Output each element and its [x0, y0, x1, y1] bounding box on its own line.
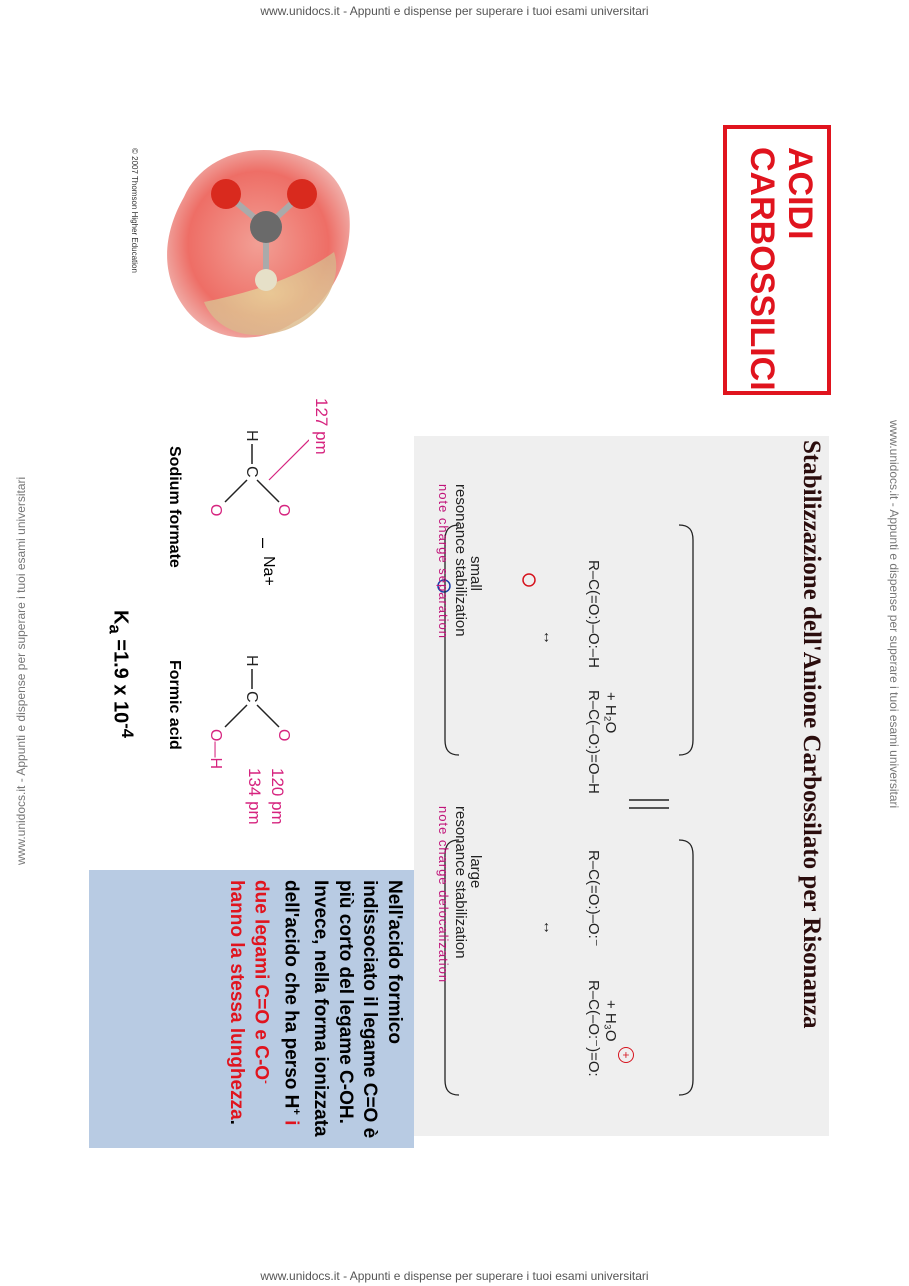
- formic-co-bond-length: 120 pm: [268, 768, 287, 825]
- formic-acid-structure: H C O O—H: [207, 655, 292, 769]
- plus-charge-icon: +: [618, 1047, 634, 1063]
- page-title: ACIDI CARBOSSILICI: [743, 147, 819, 391]
- electrostatic-map-image: [167, 149, 350, 338]
- formic-coh-bond-length: 134 pm: [245, 768, 264, 825]
- right-structure-2: R–C(–O:⁻)=O:: [585, 980, 602, 1077]
- formate-structure: H C O O: [207, 429, 309, 516]
- note-black-text: Nell'acido formico indissociato il legam…: [280, 880, 405, 1139]
- watermark-bottom: www.unidocs.it - Appunti e dispense per …: [260, 1269, 649, 1283]
- watermark-top: www.unidocs.it - Appunti e dispense per …: [260, 4, 649, 18]
- plus-h3o-label: + H₃O: [602, 1000, 619, 1042]
- plus-h2o-label: + H₂O: [602, 692, 619, 734]
- svg-text:O: O: [207, 504, 224, 516]
- small-label: small: [467, 556, 484, 592]
- resonance-diagram: R–C(=O:)–O:–H ↔ R–C(–O:)=O–H R–C(=O:)–O:…: [437, 524, 694, 1096]
- svg-text:C: C: [243, 466, 260, 478]
- large-resonance-text: resonance stabilization: [452, 806, 469, 959]
- svg-text:O: O: [275, 504, 292, 516]
- charge-delocalization-note: note charge delocalization: [436, 806, 451, 984]
- sodium-formate-label: Sodium formate: [166, 446, 183, 568]
- note-end: .: [226, 1119, 248, 1125]
- title-line-2: CARBOSSILICI: [743, 147, 781, 391]
- svg-text:O—H: O—H: [207, 729, 224, 769]
- large-label: large: [467, 855, 484, 889]
- svg-text:↔: ↔: [540, 630, 557, 645]
- charge-separation-note: note charge separation: [436, 484, 451, 639]
- note-text: Nell'acido formico indissociato il legam…: [224, 880, 406, 1142]
- formic-acid-label: Formic acid: [166, 660, 183, 750]
- right-structure-1: R–C(=O:)–O:⁻: [585, 850, 602, 947]
- svg-text:H: H: [243, 430, 260, 442]
- note-red-text-2: hanno la stessa lunghezza: [226, 880, 248, 1120]
- svg-text:O: O: [275, 729, 292, 741]
- resonance-heading: Stabilizzazione dell'Anione Carbossilato…: [798, 440, 825, 1029]
- small-resonance-text: resonance stabilization: [452, 484, 469, 637]
- svg-text:H: H: [243, 655, 260, 667]
- ka-exponent: -4: [118, 723, 137, 739]
- svg-text:C: C: [243, 691, 260, 703]
- left-structure-1: R–C(=O:)–O:–H: [585, 560, 602, 668]
- ka-subscript: a: [105, 624, 125, 634]
- formate-bond-length: 127 pm: [312, 398, 331, 455]
- svg-text:↔: ↔: [540, 920, 557, 935]
- note-minus-sign: -: [260, 1080, 273, 1084]
- formate-charge: –: [254, 538, 274, 549]
- ka-value: Ka =1.9 x 10-4: [104, 610, 137, 738]
- ka-symbol: K: [109, 610, 132, 625]
- sodium-ion-label: Na+: [260, 556, 277, 586]
- title-box: ACIDI CARBOSSILICI: [723, 125, 831, 395]
- title-line-1: ACIDI: [781, 147, 819, 240]
- ka-number: =1.9 x 10: [109, 633, 132, 724]
- left-structure-2: R–C(–O:)=O–H: [585, 690, 602, 794]
